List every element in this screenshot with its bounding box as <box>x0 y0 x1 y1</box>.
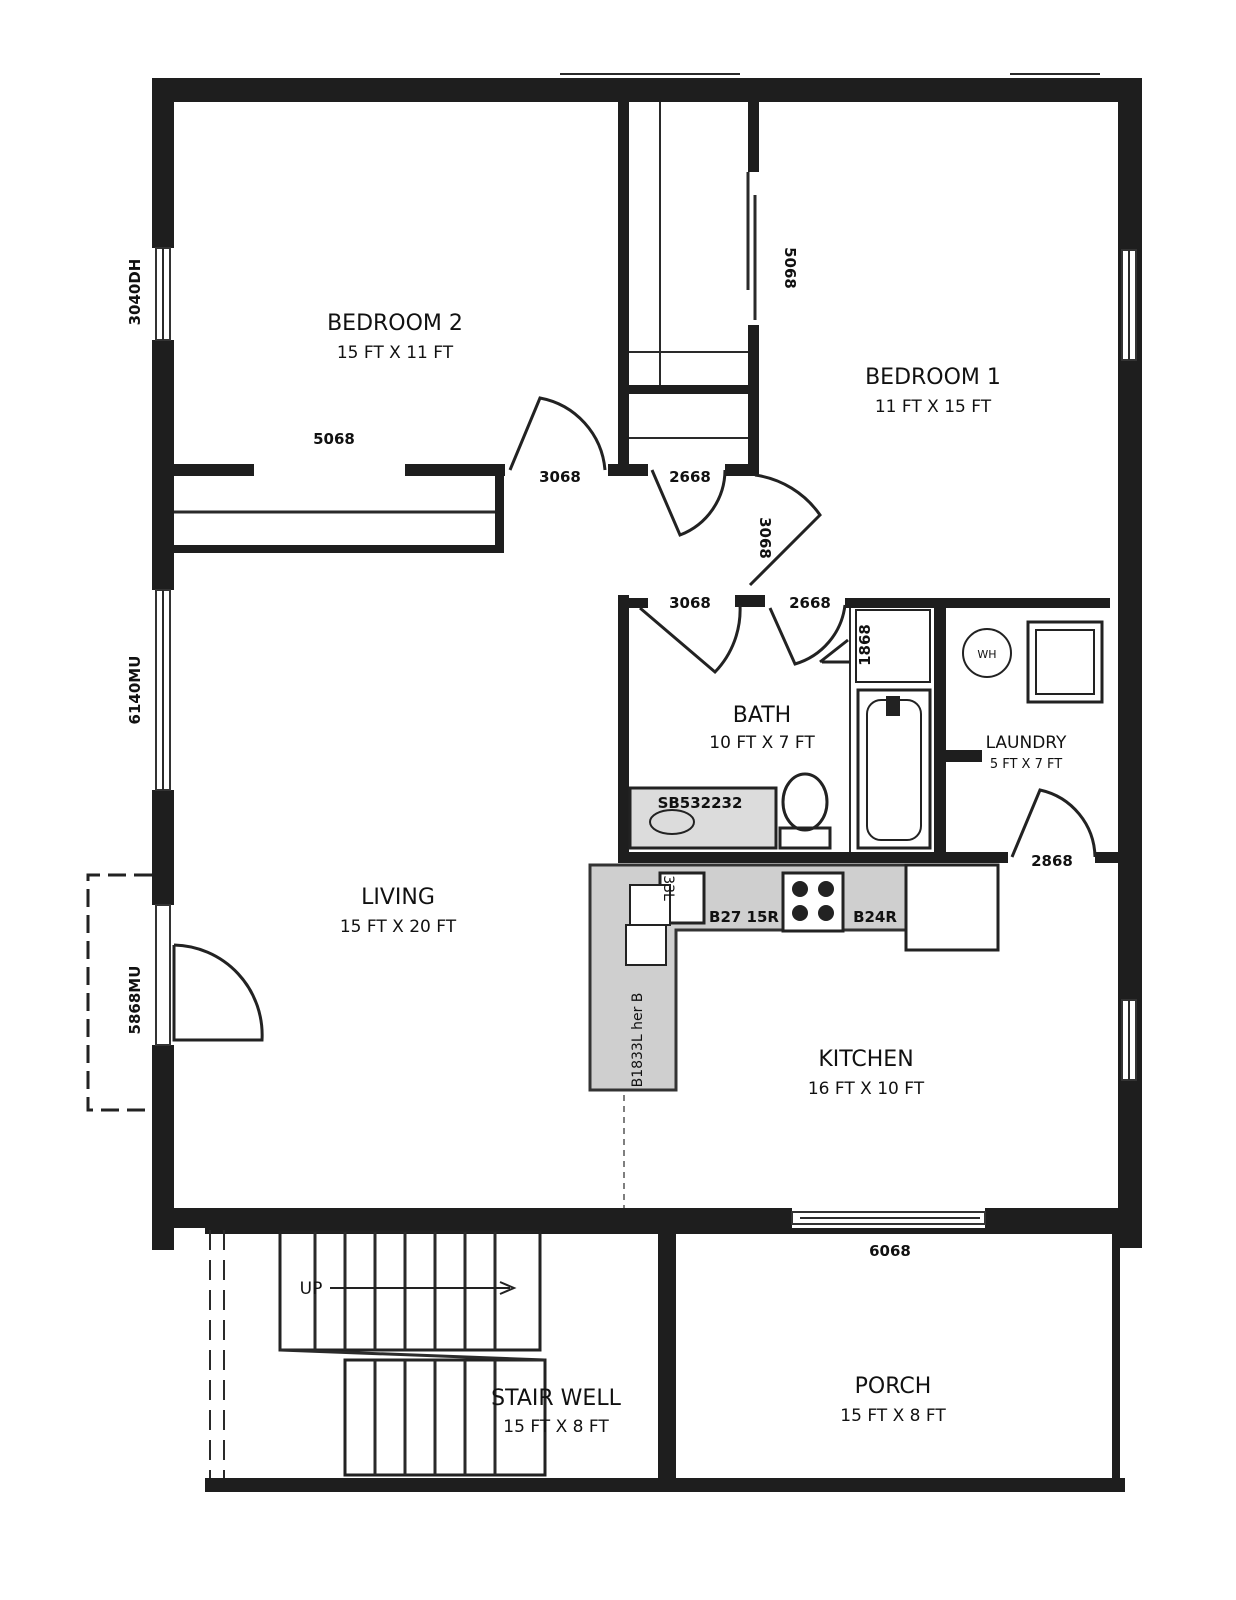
staircase <box>278 1230 547 1477</box>
porch-name: PORCH <box>855 1374 932 1399</box>
door-bath-code: 3068 <box>669 594 711 612</box>
code-labels: 3040DH 6140MU 5868MU 5068 5068 3068 2668… <box>126 247 1073 1299</box>
laundry-dim: 5 FT X 7 FT <box>990 757 1062 772</box>
door-bed2-code: 3068 <box>539 468 581 486</box>
laundry-door-code: 2868 <box>1031 852 1073 870</box>
entry-stoop <box>86 873 152 1112</box>
bedroom2-name: BEDROOM 2 <box>327 311 463 336</box>
base-cab-1-code: B27 15R <box>709 908 779 926</box>
stairwell-name: STAIR WELL <box>491 1386 621 1411</box>
living-name: LIVING <box>361 885 435 910</box>
laundry-fixtures <box>962 620 1104 704</box>
bath-name: BATH <box>733 703 791 728</box>
dishwasher-code: B1833L her B <box>630 993 646 1088</box>
bedroom1-dim: 11 FT X 15 FT <box>875 397 992 417</box>
kitchen-dim: 16 FT X 10 FT <box>808 1079 925 1099</box>
closet-bed1-code: 5068 <box>781 247 799 289</box>
kitchen-fixtures <box>588 863 1000 1092</box>
stairwell-dim: 15 FT X 8 FT <box>503 1417 609 1437</box>
sink-cab-code: 33L <box>660 875 676 901</box>
cabinet-bath-code: 1868 <box>856 624 874 666</box>
window-west-top-code: 3040DH <box>126 259 144 326</box>
water-heater-label: WH <box>977 648 996 661</box>
bedroom1-name: BEDROOM 1 <box>865 365 1001 390</box>
living-dim: 15 FT X 20 FT <box>340 917 457 937</box>
porch-slider-code: 6068 <box>869 1242 911 1260</box>
porch-dim: 15 FT X 8 FT <box>840 1406 946 1426</box>
door-linen-code: 2668 <box>669 468 711 486</box>
closet-bed2-code: 5068 <box>313 430 355 448</box>
window-west-mid-code: 6140MU <box>126 656 144 725</box>
exterior-walls <box>152 78 1142 1250</box>
laundry-name: LAUNDRY <box>986 733 1067 753</box>
interior-walls <box>174 102 1125 1492</box>
windows <box>155 73 1137 1225</box>
base-cab-2-code: B24R <box>853 908 897 926</box>
kitchen-name: KITCHEN <box>818 1047 913 1072</box>
bath-fixtures <box>628 609 932 850</box>
window-west-low-code: 5868MU <box>126 966 144 1035</box>
bath-dim: 10 FT X 7 FT <box>709 733 815 753</box>
room-labels: BEDROOM 2 15 FT X 11 FT BEDROOM 1 11 FT … <box>327 311 1067 1437</box>
door-closet-hall-code: 2668 <box>789 594 831 612</box>
door-swings <box>172 396 1097 1042</box>
vanity-code: SB532232 <box>658 794 743 812</box>
stair-up-label: UP <box>300 1279 323 1299</box>
door-bed1-code: 3068 <box>756 517 774 559</box>
bedroom2-dim: 15 FT X 11 FT <box>337 343 454 363</box>
